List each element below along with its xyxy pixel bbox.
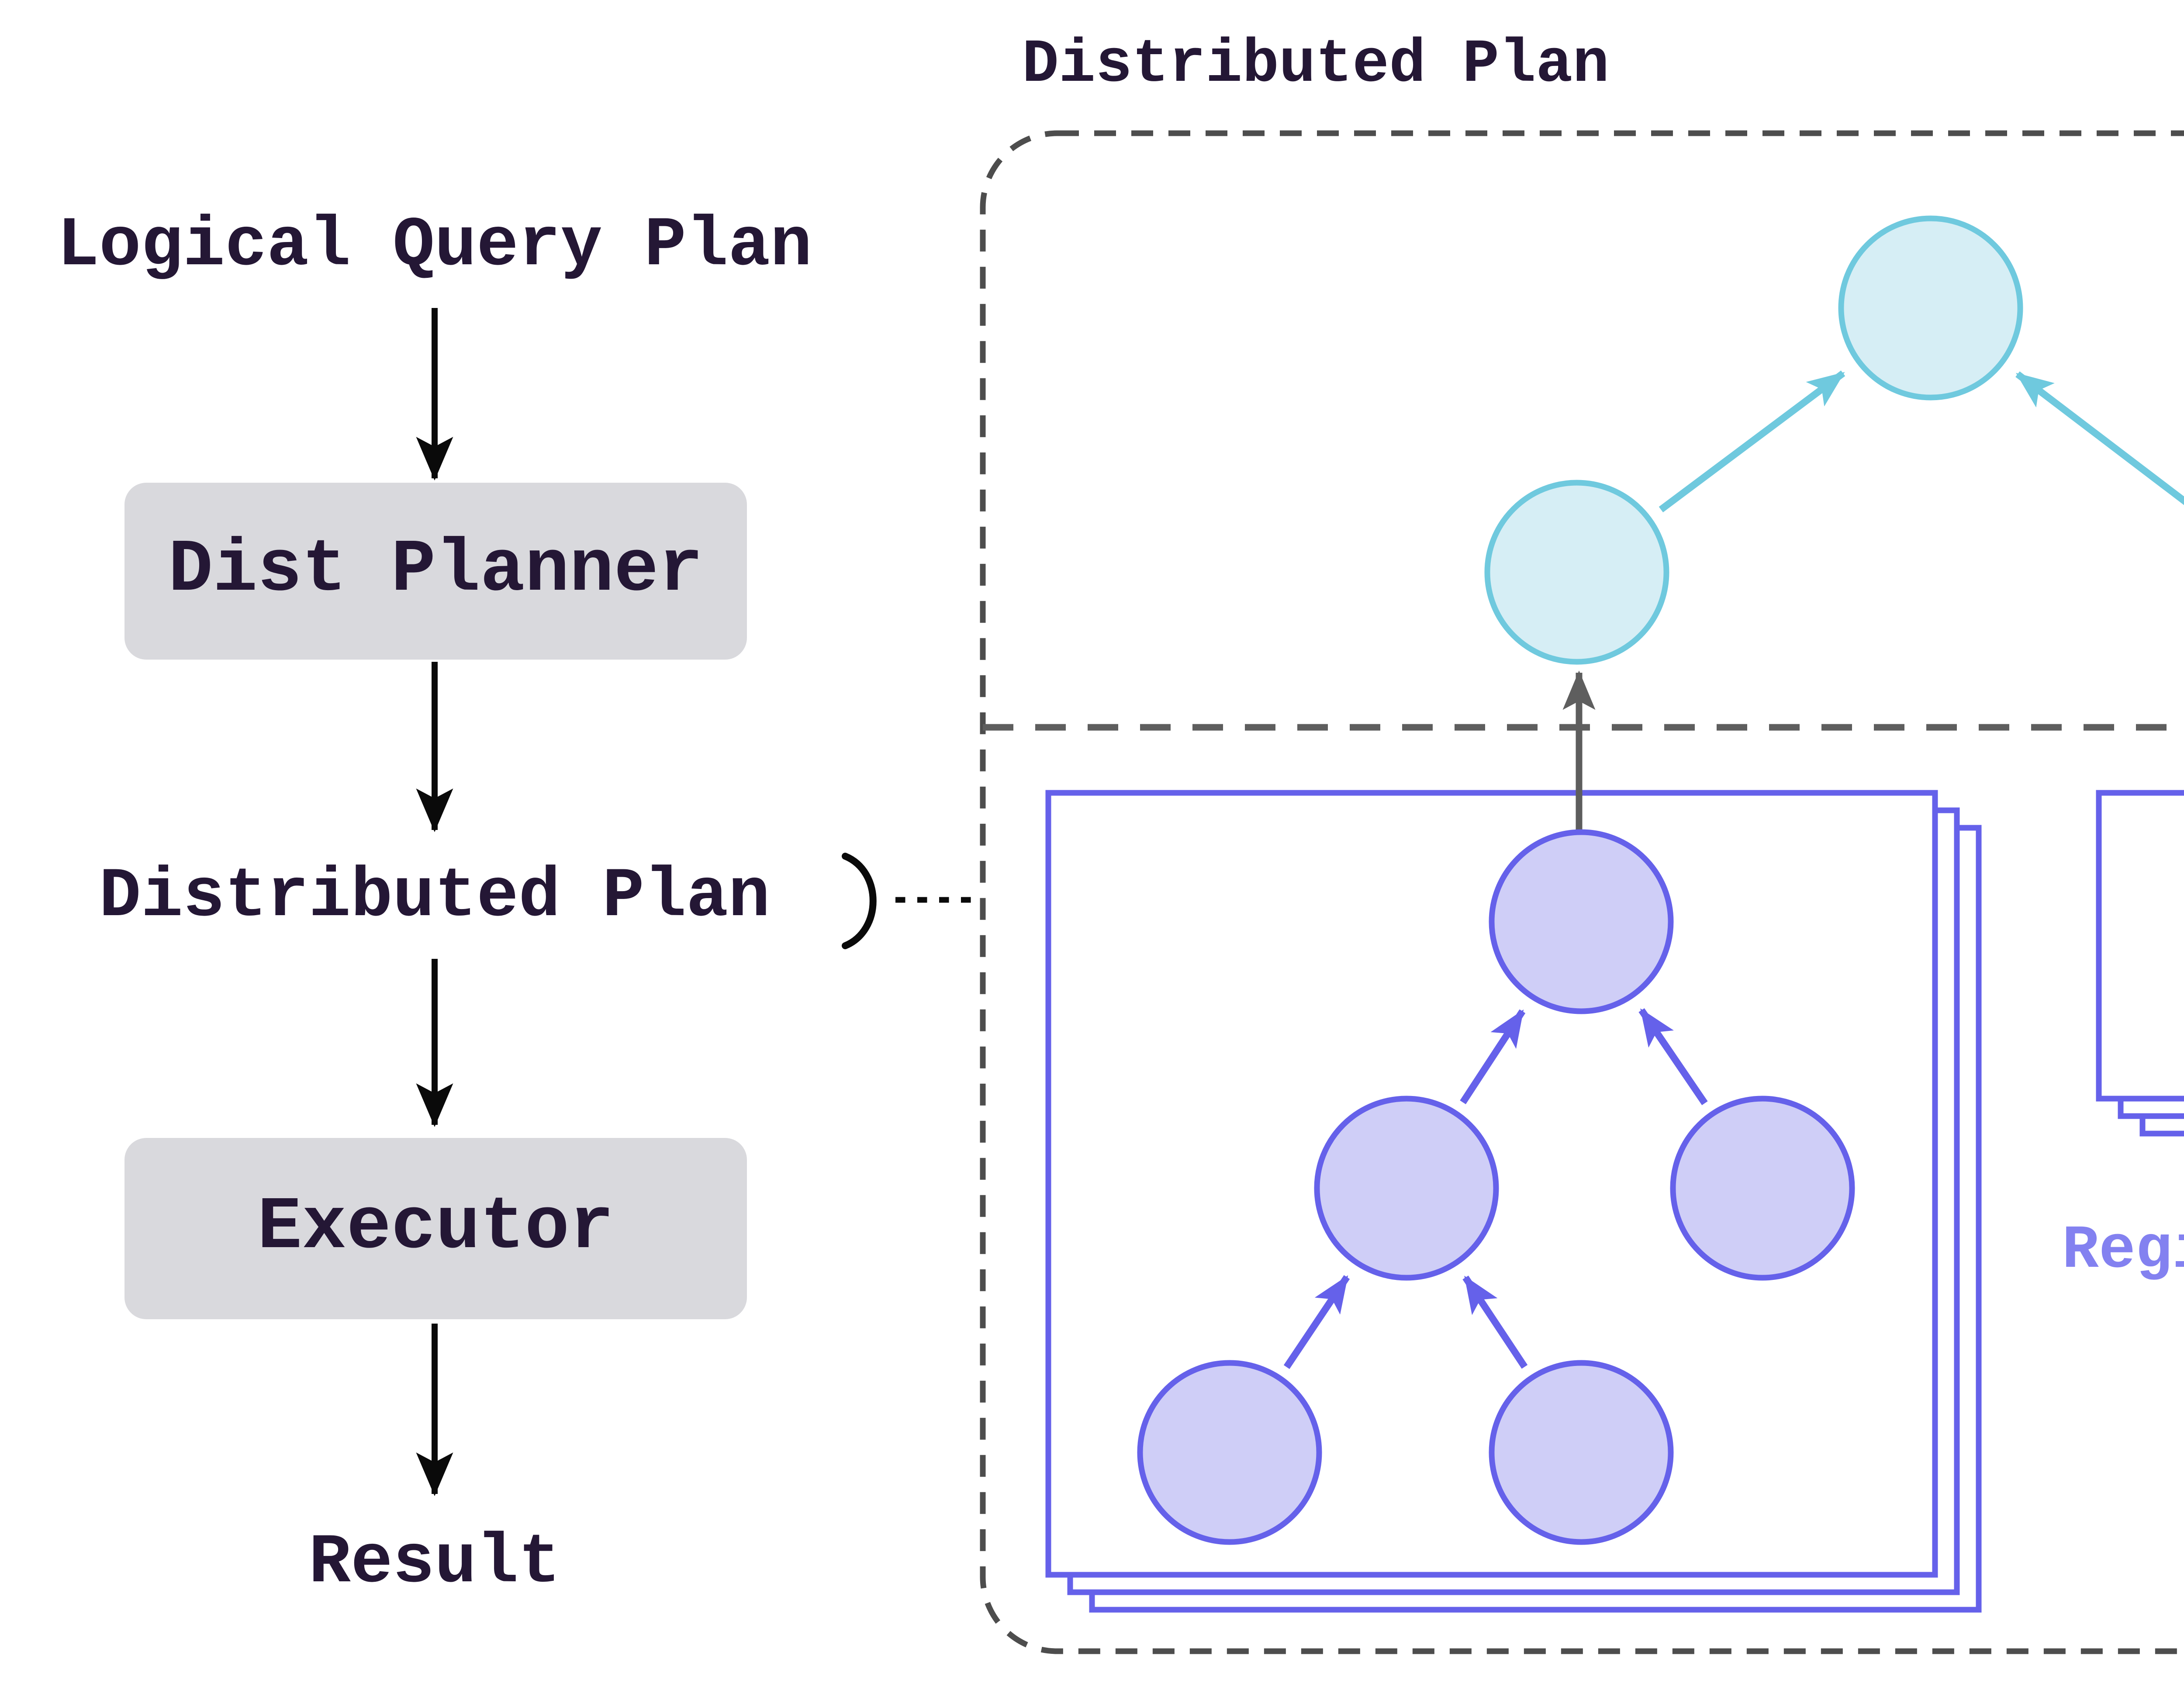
dist-planner-box: Dist Planner bbox=[124, 483, 747, 660]
datanode-tree-left-child-node bbox=[1314, 1096, 1499, 1281]
purple-edge-leftleaf-to-leftchild bbox=[1283, 1275, 1350, 1369]
datanode-tree-root-node bbox=[1489, 829, 1674, 1014]
purple-edge-rightchild-to-root bbox=[1638, 1008, 1708, 1106]
distributed-plan-left-label: Distributed Plan bbox=[99, 856, 771, 937]
region-box-stack-right bbox=[2096, 790, 2184, 1137]
datanode-tree-right-leaf-node bbox=[1489, 1360, 1674, 1545]
frontend-tree-root-node bbox=[1838, 215, 2023, 401]
dist-planner-label: Dist Planner bbox=[168, 529, 703, 613]
cyan-edge-right-to-root bbox=[2015, 371, 2184, 505]
stack-right-box-front bbox=[2096, 790, 2184, 1102]
brace-connector bbox=[842, 853, 877, 949]
frontend-tree-left-node bbox=[1484, 480, 1669, 665]
purple-edge-rightleaf-to-leftchild bbox=[1462, 1276, 1528, 1369]
distributed-plan-container-box bbox=[980, 130, 2184, 1654]
executor-box: Executor bbox=[124, 1138, 747, 1319]
regions-label: Regions bbox=[2062, 1219, 2184, 1286]
distributed-plan-panel-title: Distributed Plan bbox=[1022, 33, 1610, 100]
logical-query-plan-label: Logical Query Plan bbox=[57, 205, 812, 286]
cyan-edge-left-to-root bbox=[1659, 370, 1845, 512]
datanode-tree-left-leaf-node bbox=[1137, 1360, 1322, 1545]
result-label: Result bbox=[308, 1522, 561, 1603]
executor-label: Executor bbox=[257, 1187, 614, 1270]
datanode-tree-right-child-node bbox=[1670, 1096, 1855, 1281]
purple-edge-leftchild-to-root bbox=[1460, 1009, 1526, 1104]
